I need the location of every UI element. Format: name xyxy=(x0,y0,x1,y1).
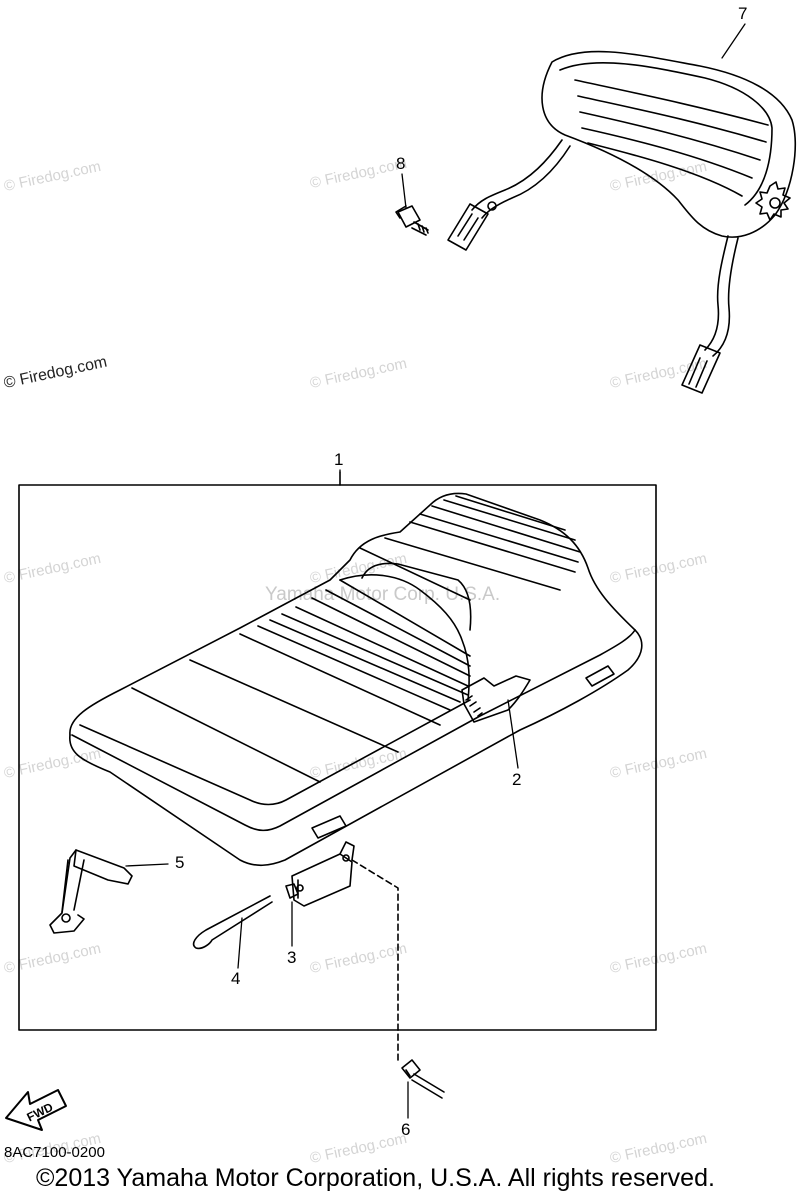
assembly-frame xyxy=(18,484,657,1031)
diagram-part-code: 8AC7100-0200 xyxy=(4,1144,105,1161)
copyright-notice: ©2013 Yamaha Motor Corporation, U.S.A. A… xyxy=(36,1164,715,1192)
backrest-part xyxy=(447,50,797,394)
callout-5: 5 xyxy=(175,853,185,872)
pin-part xyxy=(192,895,273,950)
lever-part xyxy=(49,849,133,934)
leader-lines xyxy=(125,23,746,1119)
seat-part xyxy=(69,492,643,867)
latch-part xyxy=(285,841,355,907)
rivet-part xyxy=(401,1059,445,1099)
center-watermark: Yamaha Motor Corp. U.S.A. xyxy=(265,584,501,605)
callout-2: 2 xyxy=(512,770,522,789)
callout-1: 1 xyxy=(334,450,344,469)
bolt-part xyxy=(395,205,429,236)
callout-3: 3 xyxy=(287,948,297,967)
callout-7: 7 xyxy=(738,4,748,23)
callout-8: 8 xyxy=(396,154,406,173)
callout-6: 6 xyxy=(401,1120,411,1139)
callout-4: 4 xyxy=(231,969,241,988)
fwd-arrow-icon: FWD xyxy=(5,1089,67,1131)
